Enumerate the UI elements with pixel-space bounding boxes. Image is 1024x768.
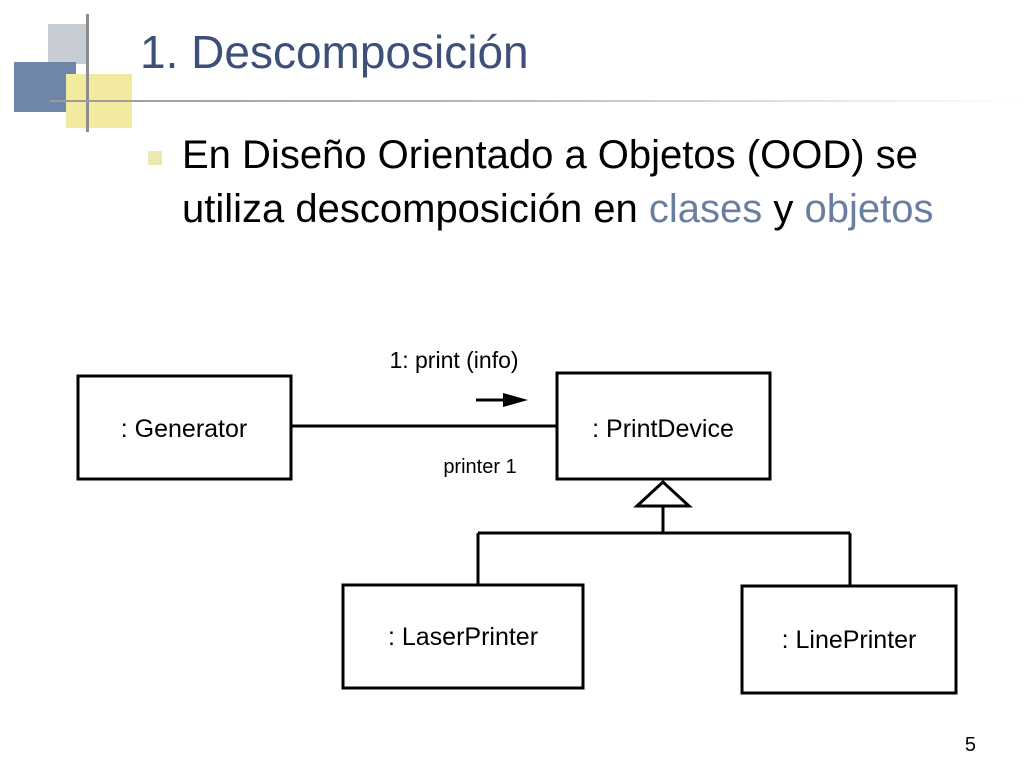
print-device-label: : PrintDevice bbox=[592, 415, 734, 443]
decor-blue-square bbox=[14, 62, 76, 112]
line-printer-label: : LinePrinter bbox=[782, 626, 917, 654]
title-underline bbox=[50, 100, 1020, 102]
bullet-square-icon bbox=[148, 151, 162, 165]
inheritance-triangle-icon bbox=[633, 479, 693, 508]
bullet-text-middle: y bbox=[762, 187, 805, 231]
bullet-text: En Diseño Orientado a Objetos (OOD) se u… bbox=[182, 128, 972, 236]
message-label: 1: print (info) bbox=[389, 347, 518, 373]
slide-title: 1. Descomposición bbox=[140, 26, 529, 78]
highlight-objetos: objetos bbox=[804, 187, 934, 231]
decor-grey-square bbox=[48, 24, 88, 64]
generator-label: : Generator bbox=[121, 415, 247, 443]
laser-printer-box bbox=[341, 583, 585, 690]
decor-vertical-line bbox=[86, 14, 89, 132]
print-device-box bbox=[555, 371, 772, 481]
generator-box bbox=[76, 374, 293, 481]
message-arrow-head-icon bbox=[503, 393, 528, 407]
highlight-clases: clases bbox=[648, 187, 763, 231]
bullet-text-start: En Diseño Orientado a Objetos (OOD) se u… bbox=[182, 133, 918, 231]
association-label: printer 1 bbox=[443, 456, 516, 478]
laser-printer-label: : LaserPrinter bbox=[388, 623, 538, 651]
slide-number: 5 bbox=[964, 734, 976, 756]
